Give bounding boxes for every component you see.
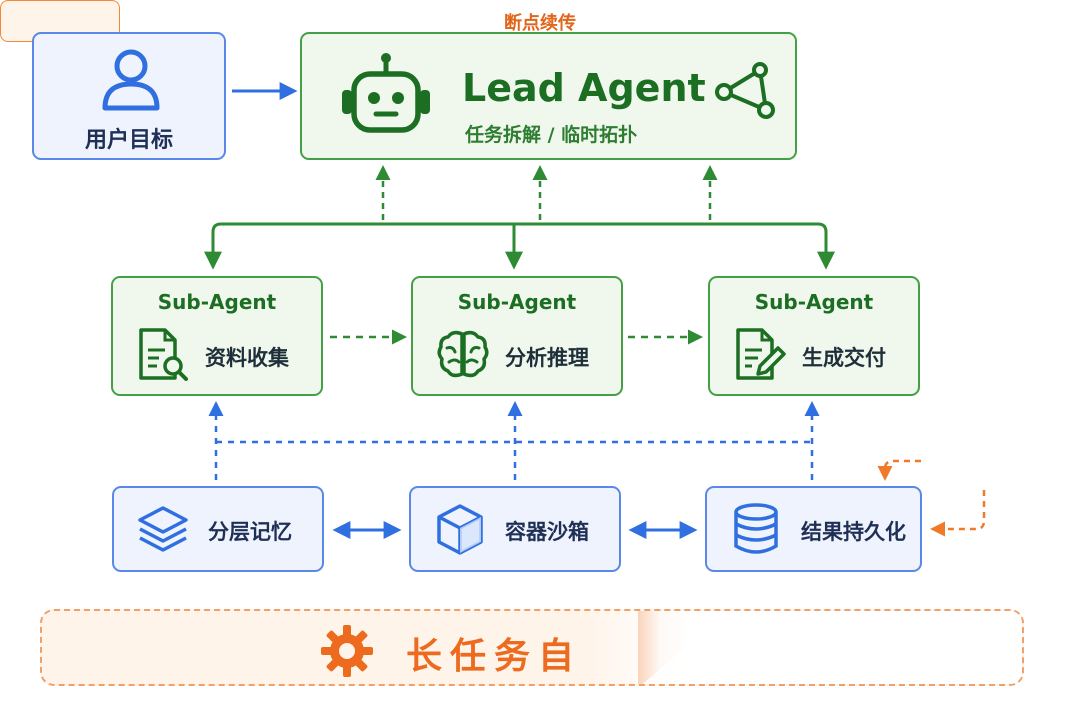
arrows-lead-to-subs xyxy=(204,222,835,270)
sub-agent-task: 分析推理 xyxy=(505,346,589,370)
database-icon xyxy=(734,503,778,554)
sandbox-node: 容器沙箱 xyxy=(409,486,621,572)
share-icon xyxy=(715,62,775,119)
sub-agent-deliver: Sub-Agent 生成交付 xyxy=(708,276,920,396)
brain-icon xyxy=(437,330,489,378)
long-task-banner: 长任务自 xyxy=(40,609,1024,686)
robot-icon xyxy=(342,53,430,133)
lead-agent-node: Lead Agent 任务拆解 / 临时拓扑 xyxy=(300,32,797,160)
arrows-sub-to-lead xyxy=(375,165,718,220)
sub-agent-task: 生成交付 xyxy=(802,346,886,370)
user-icon xyxy=(102,49,160,111)
lead-agent-subtitle: 任务拆解 / 临时拓扑 xyxy=(465,124,638,146)
layers-icon xyxy=(138,506,188,552)
user-goal-label: 用户目标 xyxy=(84,128,173,153)
document-edit-icon xyxy=(736,328,786,380)
sub-agent-kind: Sub-Agent xyxy=(157,290,277,314)
arrows-infra-to-subs xyxy=(208,401,820,480)
lead-agent-title: Lead Agent xyxy=(462,66,706,110)
persistence-label: 结果持久化 xyxy=(801,520,906,544)
banner-text: 长任务自 xyxy=(406,636,583,677)
gear-icon xyxy=(321,625,373,677)
document-search-icon xyxy=(139,328,188,381)
layered-memory-label: 分层记忆 xyxy=(208,520,292,544)
cube-icon xyxy=(437,504,483,555)
persistence-node: 结果持久化 xyxy=(705,486,922,572)
sub-agent-task: 资料收集 xyxy=(205,346,289,370)
layered-memory-node: 分层记忆 xyxy=(112,486,324,572)
resume-label: 断点续传 xyxy=(504,13,576,34)
sub-agent-analyze: Sub-Agent 分析推理 xyxy=(411,276,623,396)
user-goal-node: 用户目标 xyxy=(32,32,226,160)
sandbox-label: 容器沙箱 xyxy=(505,520,589,544)
sub-agent-kind: Sub-Agent xyxy=(754,290,874,314)
banner-fade xyxy=(590,611,1022,684)
sub-agent-collect: Sub-Agent 资料收集 xyxy=(111,276,323,396)
sub-agent-kind: Sub-Agent xyxy=(457,290,577,314)
